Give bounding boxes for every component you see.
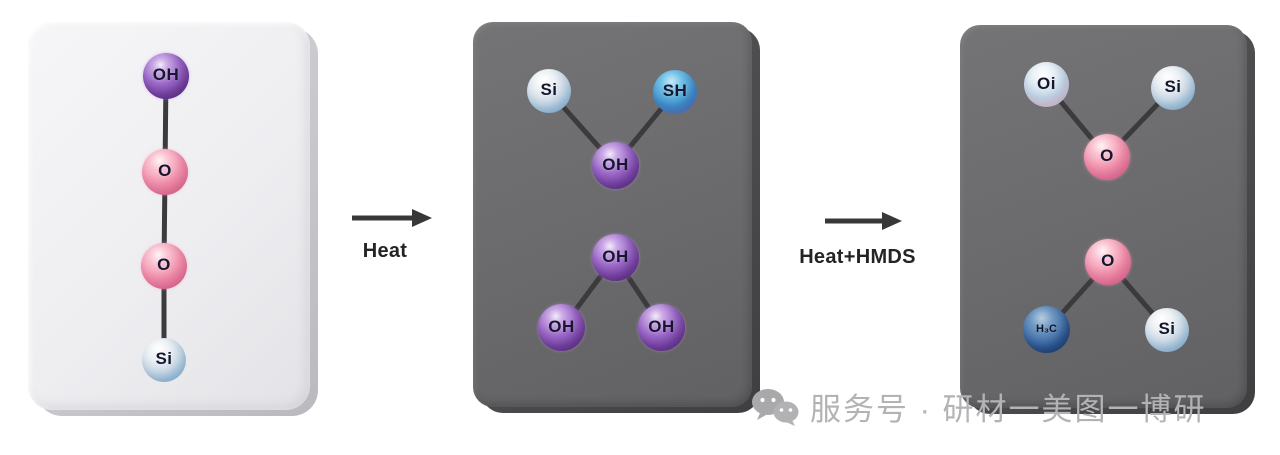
atom-oh: OH [592,142,639,189]
atom-si: Si [527,69,571,113]
atom-o: O [1085,239,1131,285]
arrow-label-heat: Heat [362,240,408,262]
atom-oh: OH [143,53,189,99]
atom-o: O [141,243,187,289]
atom-o: O [142,149,188,195]
atom-label: Si [1164,77,1182,96]
atom-si: Si [1151,66,1195,110]
watermark-text: 服务号 · 研材一美图一博研 [810,392,1207,427]
atom-label: Si [540,80,558,99]
atom-oi: Oi [1024,62,1069,107]
substrate-panel-heat [473,22,752,407]
atom-label: OH [152,65,180,84]
wechat-icon [752,388,799,426]
atom-label: OH [602,246,629,266]
atom-label: O [1101,251,1115,270]
reaction-arrow-heat [352,209,432,227]
atom-oh: OH [538,304,585,351]
atom-h3c: H₃C [1023,306,1070,353]
atom-si: Si [1145,308,1189,352]
atom-si: Si [142,338,186,382]
atom-label: O [157,255,171,274]
atom-label: OH [602,154,629,174]
substrate-panel-hmds [960,25,1247,408]
atom-oh: OH [638,304,685,351]
atom-label: O [158,161,172,180]
atom-label: OH [648,316,675,336]
atom-label: H₃C [1036,322,1057,335]
reaction-arrow-heat-hmds [825,212,902,230]
watermark: 服务号 · 研材一美图一博研 [750,384,1207,429]
atom-sh: SH [653,70,697,114]
atom-label: SH [662,81,688,100]
atom-label: O [1100,146,1114,165]
atom-o: O [1084,134,1130,180]
atom-label: Si [1158,319,1176,338]
atom-label: Oi [1037,73,1056,93]
atom-label: OH [548,316,575,336]
atom-label: Si [155,349,173,368]
atom-oh: OH [592,234,639,281]
arrow-label-heat-hmds: Heat+HMDS [799,246,916,268]
